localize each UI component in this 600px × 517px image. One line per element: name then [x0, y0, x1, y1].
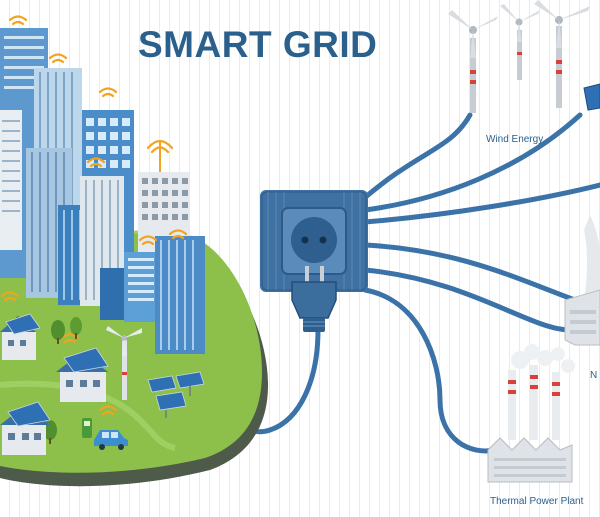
solar-panel-icon [7, 401, 51, 427]
wifi-icon [48, 53, 68, 64]
cable-to-nuclear [362, 242, 578, 303]
wind-turbine-icon [534, 0, 590, 108]
tree-icon [51, 320, 65, 344]
wifi-icon [0, 291, 20, 302]
solar-panel-icon [63, 347, 109, 373]
wifi-icon [138, 235, 158, 246]
cable-to-top-right [362, 182, 600, 225]
wifi-icon [98, 87, 118, 98]
cooling-tower-icon [584, 215, 600, 300]
wind-turbine-icon [500, 4, 540, 80]
wifi-icon [86, 157, 106, 168]
wind-energy-label: Wind Energy [486, 134, 544, 145]
road [0, 380, 176, 451]
tree-icon [70, 317, 82, 339]
thermal-power-plant-label: Thermal Power Plant [490, 496, 584, 507]
solar-panel-icon [5, 313, 41, 335]
wind-turbines [448, 0, 590, 113]
house-icon [0, 313, 41, 360]
solar-panel-icon [583, 83, 600, 111]
wifi-icon [8, 15, 28, 26]
solar-panel-icon [147, 371, 205, 418]
nuclear-plant [564, 215, 600, 346]
chimneys [508, 365, 560, 440]
page-title: SMART GRID [138, 24, 378, 65]
factory-icon [487, 437, 573, 483]
power-socket-icon [260, 190, 368, 292]
cable-to-solar [362, 112, 583, 213]
wifi-icon [98, 405, 118, 416]
charging-station-icon [82, 418, 92, 438]
cable-to-thermal [362, 287, 498, 454]
city-island [0, 15, 268, 487]
wifi-icons [0, 15, 188, 416]
wind-turbine-icon [448, 10, 498, 113]
thermal-power-plant [487, 344, 575, 483]
house-icon [0, 401, 51, 455]
smoke [511, 344, 575, 373]
buildings [0, 28, 205, 354]
wifi-icon [168, 229, 188, 240]
power-plug-icon [291, 266, 337, 332]
nuclear-label: N [590, 370, 598, 381]
wind-turbine-icon [106, 326, 142, 400]
house-icon [56, 347, 109, 402]
electric-car-icon [94, 430, 128, 450]
factory-icon [564, 289, 600, 346]
cable-to-nuclear-2 [362, 267, 573, 333]
cable-to-wind [359, 112, 473, 203]
power-cables [237, 112, 600, 454]
